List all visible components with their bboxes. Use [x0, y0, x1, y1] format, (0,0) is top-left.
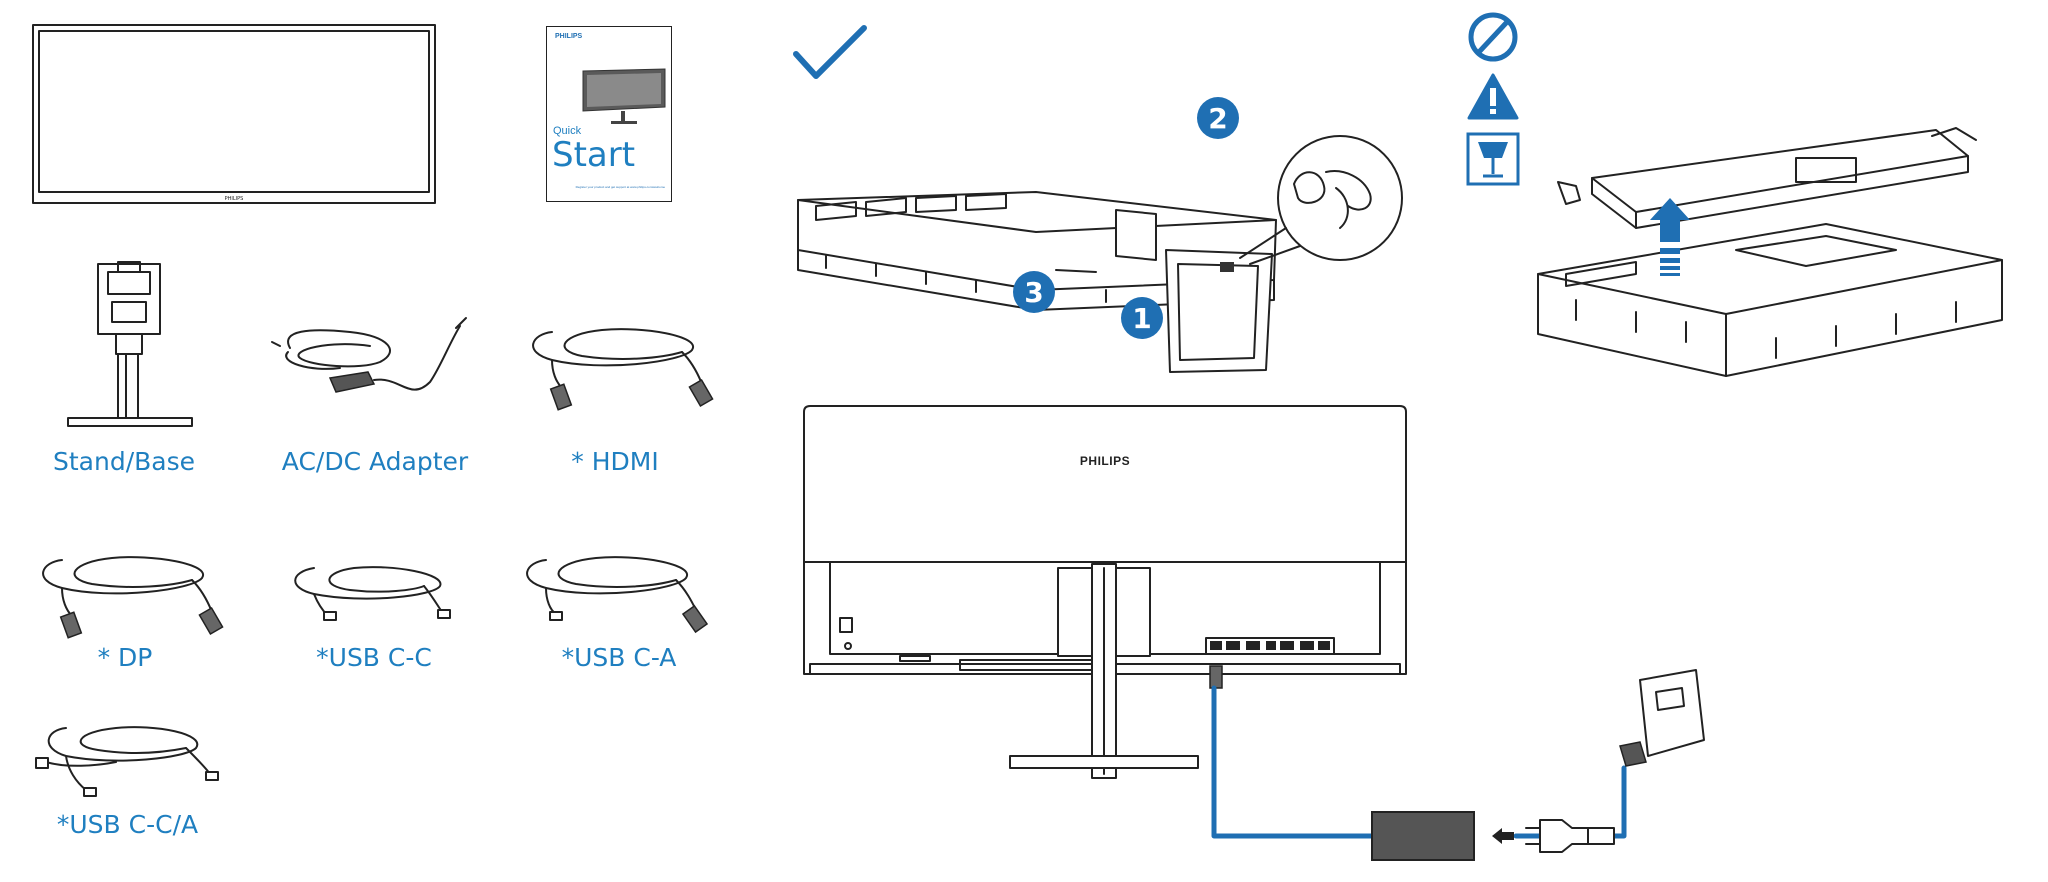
no-symbol-icon [1468, 12, 1518, 62]
stand-base-illustration [67, 261, 193, 427]
step-badge-3: 3 [1013, 271, 1055, 313]
checkmark-icon [793, 25, 867, 79]
monitor-rear-brand: PHILIPS [1079, 454, 1131, 468]
quick-start-booklet: PHILIPS Quick Start Register your produc… [546, 26, 672, 202]
svg-text:3: 3 [1024, 276, 1043, 309]
label-usb-cca: *USB C-C/A [56, 810, 199, 839]
booklet-footnote: Register your product and get support at… [575, 185, 665, 189]
usb-cca-cable-illustration [35, 726, 219, 797]
usb-cc-cable-illustration [294, 566, 451, 621]
svg-text:1: 1 [1132, 302, 1151, 335]
label-usb-cc: *USB C-C [316, 643, 432, 672]
label-usb-ca: *USB C-A [561, 643, 677, 672]
step-badge-1: 1 [1121, 297, 1163, 339]
lift-monitor-from-box-illustration [1537, 127, 2003, 377]
ac-dc-adapter-illustration [271, 317, 467, 393]
usb-ca-cable-illustration [526, 556, 709, 634]
step-badge-2: 2 [1197, 97, 1239, 139]
monitor-rear-illustration [803, 405, 1407, 779]
hdmi-cable-illustration [532, 328, 714, 411]
label-dp: * DP [97, 643, 153, 672]
svg-text:PHILIPS: PHILIPS [225, 196, 244, 202]
label-ac-dc-adapter: AC/DC Adapter [281, 447, 469, 476]
monitor-front-illustration: PHILIPS [32, 24, 436, 204]
booklet-monitor-image [582, 68, 666, 124]
power-connection-illustration [1211, 669, 1705, 861]
booklet-brand: PHILIPS [555, 33, 583, 40]
dp-cable-illustration [42, 556, 224, 639]
label-stand-base: Stand/Base [52, 447, 195, 476]
warning-icon [1467, 73, 1519, 120]
fragile-glass-icon [1466, 132, 1520, 186]
label-hdmi: * HDMI [571, 447, 659, 476]
svg-text:2: 2 [1208, 102, 1227, 135]
booklet-quick-text: Quick [553, 125, 582, 137]
booklet-start-text: Start [552, 135, 636, 175]
zoom-detail-circle [1239, 135, 1403, 265]
